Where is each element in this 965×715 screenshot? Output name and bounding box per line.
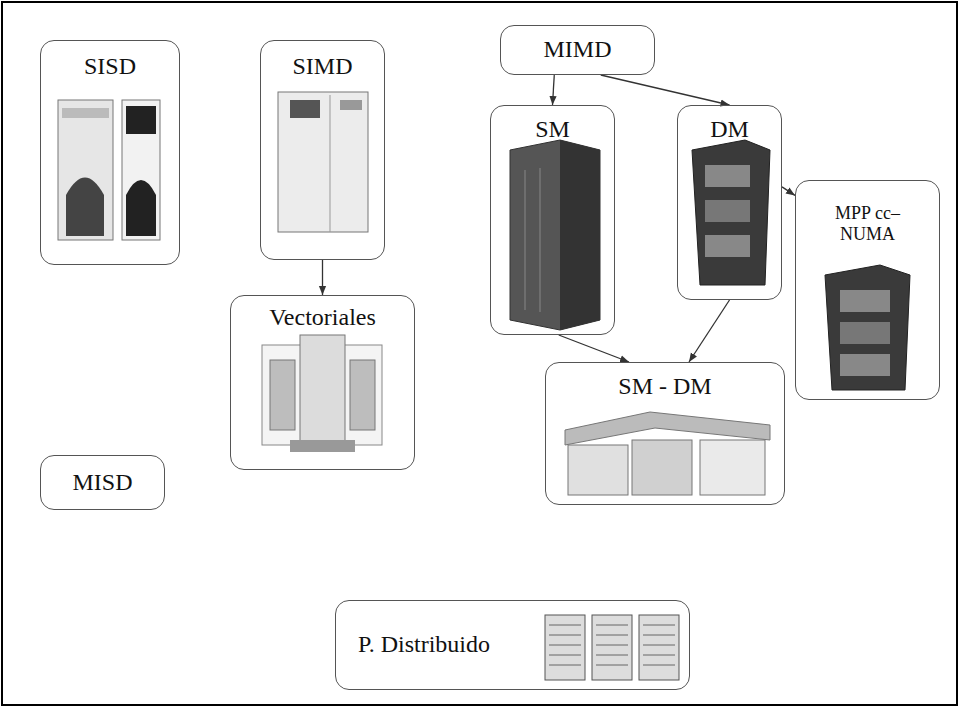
class-box: P. Distribuido: [335, 600, 690, 690]
box-label: P. Distribuido: [358, 631, 490, 659]
class-box: SISD: [40, 40, 180, 265]
arrow-connector: [559, 335, 629, 362]
class-box: SM: [490, 105, 615, 335]
sm-cabinet: [510, 140, 600, 330]
box-label: MISD: [72, 469, 132, 497]
arrow-connector: [322, 260, 323, 295]
class-box: SM - DM: [545, 362, 785, 505]
class-box: MPP cc–NUMA: [795, 180, 940, 400]
box-label: SM - DM: [618, 373, 711, 401]
class-box: DM: [677, 105, 782, 300]
dm-cabinet: [692, 140, 770, 285]
arrow-connector: [553, 75, 555, 105]
outer-frame: [2, 2, 957, 705]
box-label: SIMD: [292, 53, 352, 81]
server-racks: [545, 615, 679, 680]
arrow-connector: [782, 187, 795, 196]
box-label: MIMD: [543, 36, 611, 64]
box-label: DM: [710, 116, 749, 144]
cluster-cabinets: [565, 412, 770, 495]
mpp-cabinet: [825, 265, 910, 390]
class-box: MIMD: [500, 25, 655, 75]
pc-towers: [58, 100, 160, 240]
class-box: MISD: [40, 455, 165, 510]
class-box: Vectoriales: [230, 295, 415, 470]
box-label: MPP cc–NUMA: [823, 203, 913, 244]
arrow-connector: [689, 300, 730, 362]
class-box: SIMD: [260, 40, 385, 260]
arrow-connector: [601, 75, 730, 105]
box-label: Vectoriales: [269, 304, 376, 332]
simd-cabinet: [278, 92, 368, 232]
box-label: SISD: [84, 53, 136, 81]
box-label: SM: [535, 116, 570, 144]
vector-machine: [262, 335, 382, 452]
